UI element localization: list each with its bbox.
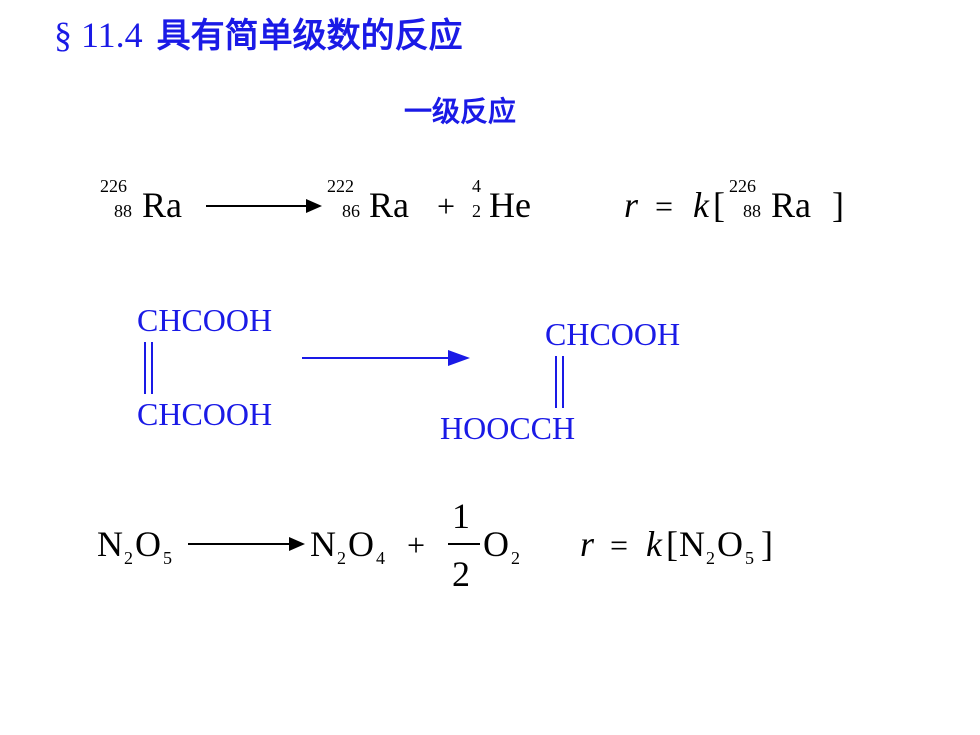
n2o4-n-sub: 2 [337,548,346,568]
n2o4-o: O [348,524,374,564]
rate2-r: r [580,524,595,564]
fumaric-acid-top: CHCOOH [545,316,681,352]
fraction-denominator: 2 [452,554,470,594]
isomerization-arrowhead [448,350,470,366]
plus-sign-2: + [407,527,425,563]
rate2-equals: = [610,527,628,563]
he4-mass: 4 [472,176,481,196]
page-title: § 11.4 具有简单级数的反应 [54,8,463,58]
n2o5-o: O [135,524,161,564]
n2o5-o-sub: 5 [163,548,172,568]
fumaric-acid-bottom: HOOCCH [440,410,576,446]
fraction-numerator: 1 [452,496,470,536]
rate-open-bracket: [ [713,185,725,225]
reaction-arrowhead [306,199,322,213]
n2o4-o-sub: 4 [376,548,385,568]
section-heading: 具有简单级数的反应 [156,16,463,56]
rate2-open-bracket: [ [666,524,678,564]
rate2-close-bracket: ] [761,524,773,564]
rate-r: r [624,185,639,225]
maleic-acid-top: CHCOOH [137,302,273,338]
plus-sign: + [437,188,455,224]
rate2-n: N [679,524,705,564]
reaction2-arrowhead [289,537,305,551]
section-number: § 11.4 [54,15,143,55]
rate-close-bracket: ] [832,185,844,225]
he4-symbol: He [489,185,531,225]
o2-o: O [483,524,509,564]
rate-equals: = [655,188,673,224]
ra222-atomic: 86 [342,201,360,221]
ra226-atomic: 88 [114,201,132,221]
rate-ra-mass: 226 [729,176,756,196]
rate-k: k [693,185,710,225]
subtitle: 一级反应 [403,95,516,128]
rate2-k: k [646,524,663,564]
ra226-symbol: Ra [142,185,182,225]
n2o5-decomposition-equation: N 2 O 5 N 2 O 4 + 1 2 O 2 r = k [ N 2 O … [97,496,773,594]
rate-ra-symbol: Ra [771,185,811,225]
ra226-mass: 226 [100,176,127,196]
n2o5-n: N [97,524,123,564]
radium-decay-equation: 226 88 Ra 222 86 Ra + 4 2 He r = k [ 226… [100,176,844,225]
ra222-symbol: Ra [369,185,409,225]
rate2-o: O [717,524,743,564]
o2-sub: 2 [511,548,520,568]
n2o4-n: N [310,524,336,564]
isomerization-bonds [144,342,564,408]
rate-ra-atomic: 88 [743,201,761,221]
n2o5-n-sub: 2 [124,548,133,568]
rate2-n-sub: 2 [706,548,715,568]
he4-atomic: 2 [472,201,481,221]
ra222-mass: 222 [327,176,354,196]
rate2-o-sub: 5 [745,548,754,568]
maleic-acid-bottom: CHCOOH [137,396,273,432]
